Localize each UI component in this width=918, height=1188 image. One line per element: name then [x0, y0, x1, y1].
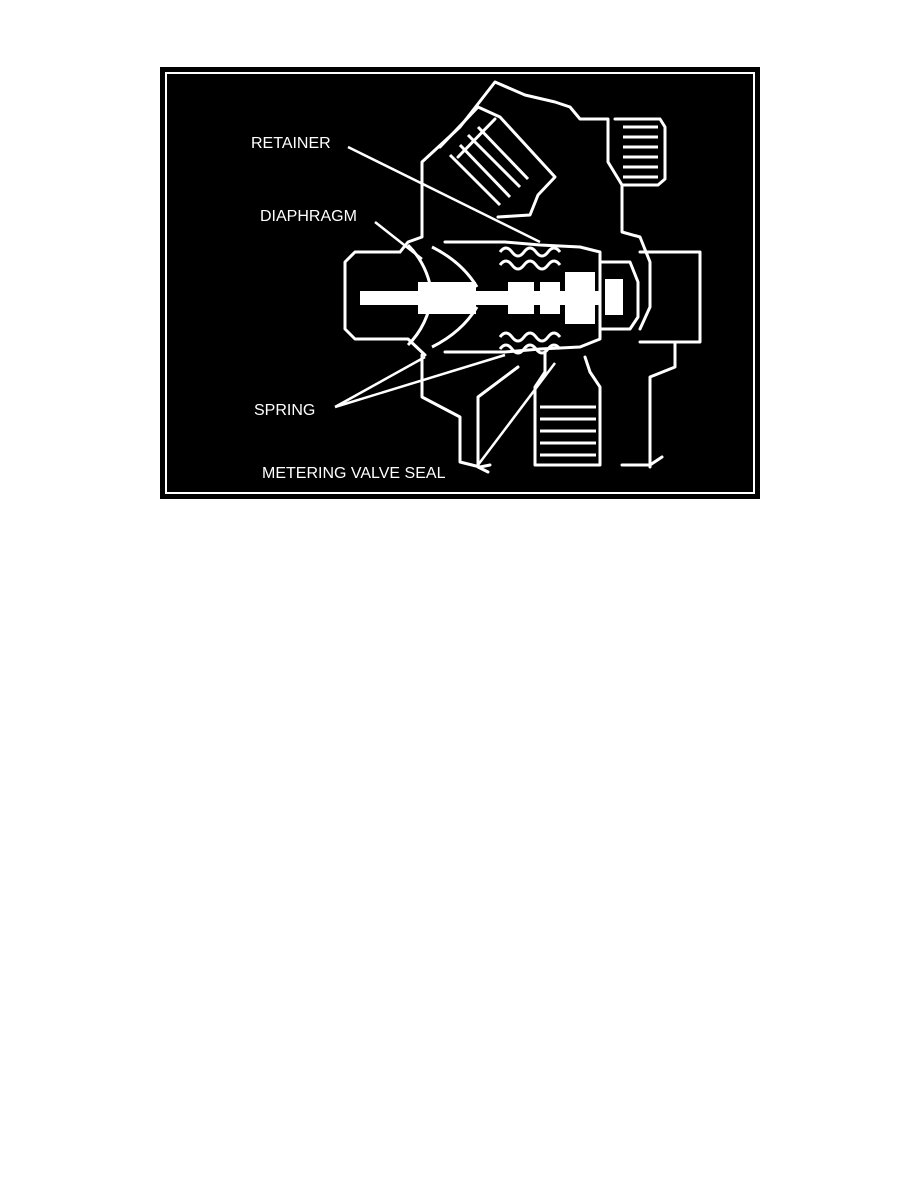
- diagram-inner-border: [165, 72, 755, 494]
- metering-valve-cross-section-diagram: RETAINER DIAPHRAGM SPRING METERING VALVE…: [160, 67, 760, 499]
- callout-spring: SPRING: [254, 402, 315, 419]
- valve-stem: [360, 291, 600, 305]
- spring-leader-2: [334, 353, 506, 409]
- thread-lines: [448, 125, 658, 457]
- diaphragm-leader: [374, 221, 423, 260]
- valve-internals: [360, 272, 623, 324]
- callout-diaphragm: DIAPHRAGM: [260, 208, 357, 225]
- spring-leader-1: [334, 355, 426, 409]
- callout-metering-valve-seal: METERING VALVE SEAL: [262, 465, 446, 482]
- metering-valve-seal-leader: [477, 362, 556, 466]
- callout-retainer: RETAINER: [251, 135, 331, 152]
- leader-lines: [334, 145, 556, 466]
- retainer-leader: [347, 145, 541, 244]
- valve-body-outline: [343, 80, 702, 474]
- spring-coils: [498, 246, 562, 355]
